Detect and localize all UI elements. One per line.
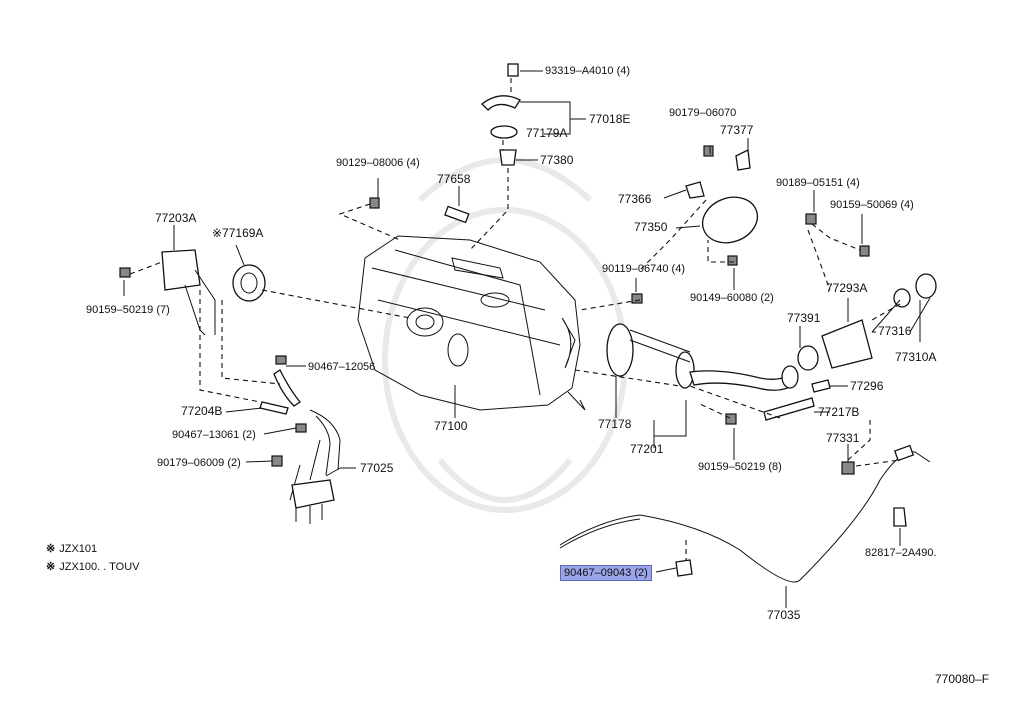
fuel-tank-77100 (357, 235, 586, 411)
hinge-77377 (735, 149, 751, 171)
label-90149[interactable]: 90149–60080 (2) (690, 292, 774, 304)
label-90189[interactable]: 90189–05151 (4) (776, 177, 860, 189)
clip-90179-06070 (703, 145, 714, 157)
seal-77391 (797, 345, 819, 371)
label-77391[interactable]: 77391 (787, 311, 821, 325)
label-77293A[interactable]: 77293A (826, 281, 868, 295)
clamp-82817 (893, 507, 907, 527)
pad-77658 (444, 205, 470, 224)
footnote-2-text: JZX100. . TOUV (59, 561, 140, 573)
label-77035[interactable]: 77035 (767, 608, 801, 622)
label-77179A[interactable]: 77179A (526, 126, 568, 140)
cable-77035 (559, 444, 931, 583)
filler-pipe-77201 (606, 323, 799, 391)
footnote-2-mark: ※ (46, 561, 56, 573)
label-77350[interactable]: 77350 (634, 220, 668, 234)
label-77204B[interactable]: 77204B (181, 404, 223, 418)
label-90179-06009[interactable]: 90179–06009 (2) (157, 457, 241, 469)
label-77310A[interactable]: 77310A (895, 350, 937, 364)
clamp-90467-09043 (675, 559, 693, 577)
clip-90179-06009 (271, 455, 283, 467)
valve-77380 (499, 149, 517, 166)
label-77203A[interactable]: 77203A (155, 211, 197, 225)
label-77169A[interactable]: ※77169A (212, 226, 264, 240)
bracket-77018E (481, 95, 521, 111)
label-90119[interactable]: 90119–06740 (4) (602, 263, 685, 275)
hose-77217B (763, 397, 815, 421)
housing-77293A (821, 319, 873, 369)
gasket-77178 (606, 323, 634, 377)
leader-lines (123, 70, 931, 608)
label-82817[interactable]: 82817–2A490. (865, 547, 937, 559)
label-77018E[interactable]: 77018E (589, 112, 631, 126)
bolt-90159-50219 (119, 267, 131, 278)
fuel-lid-77350 (701, 196, 759, 244)
ring-77179A (490, 125, 518, 139)
label-90129[interactable]: 90129–08006 (4) (336, 157, 420, 169)
label-90159-50219-8[interactable]: 90159–50219 (8) (698, 461, 782, 473)
label-90159-50219-7[interactable]: 90159–50219 (7) (86, 304, 170, 316)
label-77217B[interactable]: 77217B (818, 405, 860, 419)
footnote-1-mark: ※ (46, 543, 56, 555)
label-77316[interactable]: 77316 (878, 324, 912, 338)
bolt-90159-50219-8 (725, 413, 737, 425)
label-77201[interactable]: 77201 (630, 442, 664, 456)
label-90467-12056[interactable]: 90467–12056 (308, 361, 376, 373)
clip-90189 (805, 213, 817, 225)
label-90467-13061[interactable]: 90467–13061 (2) (172, 429, 256, 441)
label-77377[interactable]: 77377 (720, 123, 754, 137)
fuel-pipe-77025 (289, 409, 341, 524)
cap-77310A (915, 273, 937, 299)
label-77658[interactable]: 77658 (437, 172, 471, 186)
clamp-90467-12056 (275, 355, 287, 365)
bolt-90129 (369, 197, 380, 209)
footnote-2: ※JZX100. . TOUV (46, 560, 140, 573)
screw-90149 (727, 255, 738, 266)
lock-77331 (841, 461, 855, 475)
hose-77204B-b (259, 401, 289, 415)
label-77296[interactable]: 77296 (850, 379, 884, 393)
bolt-93319 (507, 63, 519, 77)
assembly-dashed-lines (129, 78, 901, 560)
label-93319[interactable]: 93319–A4010 (4) (545, 65, 631, 77)
hose-77204B (273, 369, 301, 407)
spring-77366 (685, 181, 705, 199)
label-77331[interactable]: 77331 (826, 431, 860, 445)
label-77380[interactable]: 77380 (540, 153, 574, 167)
label-77366[interactable]: 77366 (618, 192, 652, 206)
footnote-1-text: JZX101 (59, 543, 98, 555)
diagram-code: 770080–F (935, 672, 990, 686)
label-77178[interactable]: 77178 (598, 417, 632, 431)
footnote-1: ※JZX101 (46, 542, 97, 555)
fuel-sender-77203A (161, 249, 216, 336)
hose-77296 (811, 379, 831, 393)
label-77025[interactable]: 77025 (360, 461, 394, 475)
gasket-77169A (232, 264, 266, 302)
label-77100[interactable]: 77100 (434, 419, 468, 433)
bolt-90119 (631, 293, 643, 304)
label-90159-50069[interactable]: 90159–50069 (4) (830, 199, 914, 211)
label-90467-09043-highlighted[interactable]: 90467–09043 (2) (560, 565, 652, 581)
clamp-90467-13061 (295, 423, 307, 433)
label-90179-06070[interactable]: 90179–06070 (669, 107, 737, 119)
bolt-90159-50069 (859, 245, 870, 257)
